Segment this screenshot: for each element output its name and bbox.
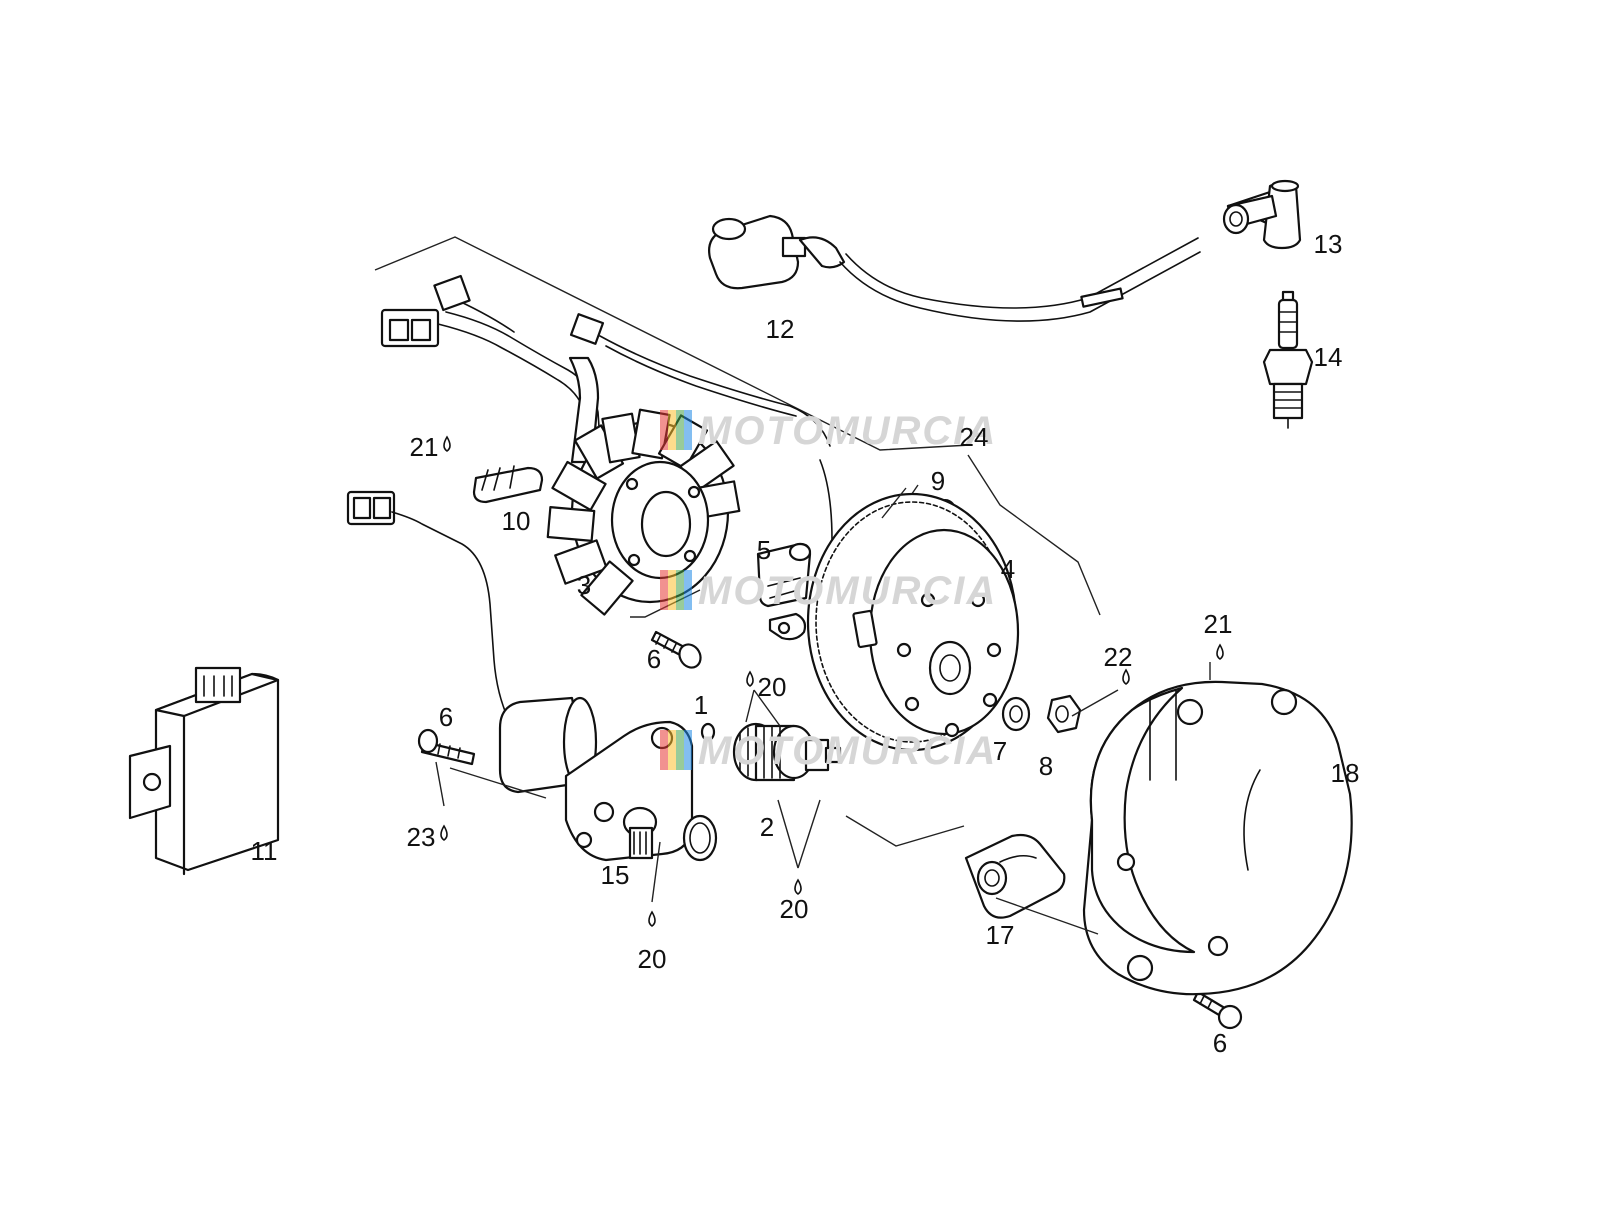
callout-9: 9 xyxy=(931,466,945,496)
harness-connector xyxy=(346,490,523,743)
drop-symbols xyxy=(440,435,1224,927)
callout-10: 10 xyxy=(502,506,531,536)
watermark-flag xyxy=(668,570,676,610)
starter-bracket xyxy=(964,833,1066,919)
watermark-flag xyxy=(684,410,692,450)
watermark-text: MOTOMURCIA xyxy=(698,729,997,773)
callout-20-right: 20 xyxy=(780,894,809,924)
callout-23: 23 xyxy=(407,822,436,852)
watermark-flag xyxy=(660,570,668,610)
callout-7: 7 xyxy=(993,736,1007,766)
watermark-flag xyxy=(676,730,684,770)
callout-20-bottom: 20 xyxy=(638,944,667,974)
watermark-flag xyxy=(676,410,684,450)
watermark-flag xyxy=(668,730,676,770)
callout-labels: 1 2 3 4 5 6 6 6 7 8 9 10 11 12 13 14 15 … xyxy=(251,229,1360,1058)
starter-bendix xyxy=(700,722,842,782)
callout-11: 11 xyxy=(251,836,278,866)
callout-21-left: 21 xyxy=(410,432,439,462)
drop-symbol xyxy=(648,910,656,927)
watermark-flag xyxy=(668,410,676,450)
callout-21-right: 21 xyxy=(1204,609,1233,639)
nut xyxy=(1046,694,1082,734)
ignition-coil xyxy=(708,214,1201,322)
callout-17: 17 xyxy=(986,920,1015,950)
flywheel xyxy=(806,492,1020,752)
watermark-flag xyxy=(660,730,668,770)
watermark-middle: MOTOMURCIA xyxy=(660,569,997,613)
screw-6-left xyxy=(417,728,476,766)
callout-6-left: 6 xyxy=(439,702,453,732)
screw-6-upper xyxy=(650,630,702,669)
leader-lines xyxy=(435,487,1211,935)
callout-15: 15 xyxy=(601,860,630,890)
callout-18: 18 xyxy=(1331,758,1360,788)
drop-symbol xyxy=(1216,643,1224,660)
drop-symbol xyxy=(1122,668,1130,685)
watermark-bottom: MOTOMURCIA xyxy=(660,729,997,773)
alternator-cover xyxy=(1082,680,1353,996)
callout-2: 2 xyxy=(760,812,774,842)
wire-grommet xyxy=(472,465,544,504)
pickup-sensor xyxy=(756,542,812,641)
watermark-flag xyxy=(660,410,668,450)
callout-24: 24 xyxy=(960,422,989,452)
screw-6-lower xyxy=(1192,990,1243,1030)
drop-symbol xyxy=(746,670,754,687)
watermark-top: MOTOMURCIA xyxy=(660,409,997,453)
watermark-text: MOTOMURCIA xyxy=(698,569,997,613)
starter-motor xyxy=(498,696,718,862)
callout-12: 12 xyxy=(766,314,795,344)
spark-plug-cap xyxy=(1222,179,1302,250)
callout-4: 4 xyxy=(1001,554,1015,584)
callout-22: 22 xyxy=(1104,642,1133,672)
watermark-flag xyxy=(676,570,684,610)
spark-plug xyxy=(1262,290,1314,429)
watermark-text: MOTOMURCIA xyxy=(698,409,997,453)
callout-14: 14 xyxy=(1314,342,1343,372)
callout-5: 5 xyxy=(757,535,771,565)
cdi-unit xyxy=(128,666,280,876)
watermark-flag xyxy=(684,730,692,770)
callout-1: 1 xyxy=(694,690,708,720)
callout-6-lower: 6 xyxy=(1213,1028,1227,1058)
callout-3: 3 xyxy=(577,570,591,600)
watermark-flag xyxy=(684,570,692,610)
callout-20-top: 20 xyxy=(758,672,787,702)
callout-13: 13 xyxy=(1314,229,1343,259)
callout-8: 8 xyxy=(1039,751,1053,781)
drop-symbol xyxy=(443,435,451,452)
drop-symbol xyxy=(440,824,448,841)
washer xyxy=(1001,696,1031,732)
drop-symbol xyxy=(794,878,802,895)
callout-6-upper: 6 xyxy=(647,644,661,674)
